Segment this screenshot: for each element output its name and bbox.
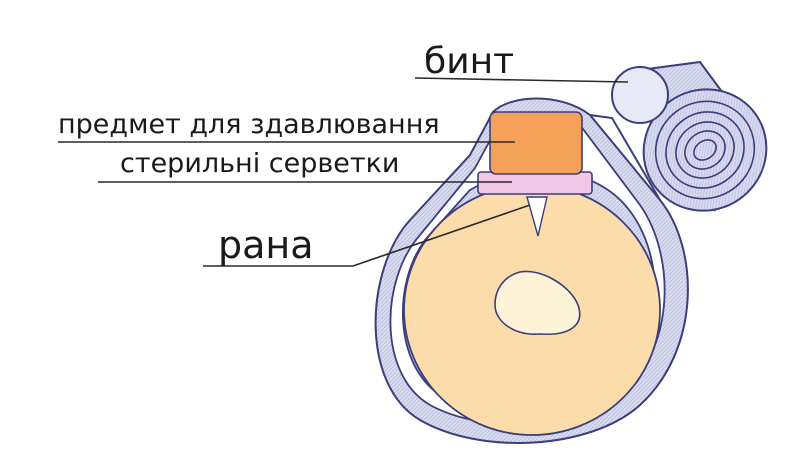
- leader-bandage: [414, 77, 629, 83]
- bandage-roll: [611, 60, 768, 212]
- pressure-object: [489, 111, 583, 175]
- sterile-napkins-label: стерильні серветки: [120, 148, 400, 179]
- pressure-object-label: предмет для здавлювання: [58, 109, 440, 140]
- wound: [526, 196, 548, 237]
- leader-wound: [203, 204, 531, 267]
- sterile-napkins: [477, 171, 593, 195]
- bandage-label: бинт: [424, 41, 515, 82]
- wound-label: рана: [218, 223, 314, 267]
- bone: [494, 270, 581, 335]
